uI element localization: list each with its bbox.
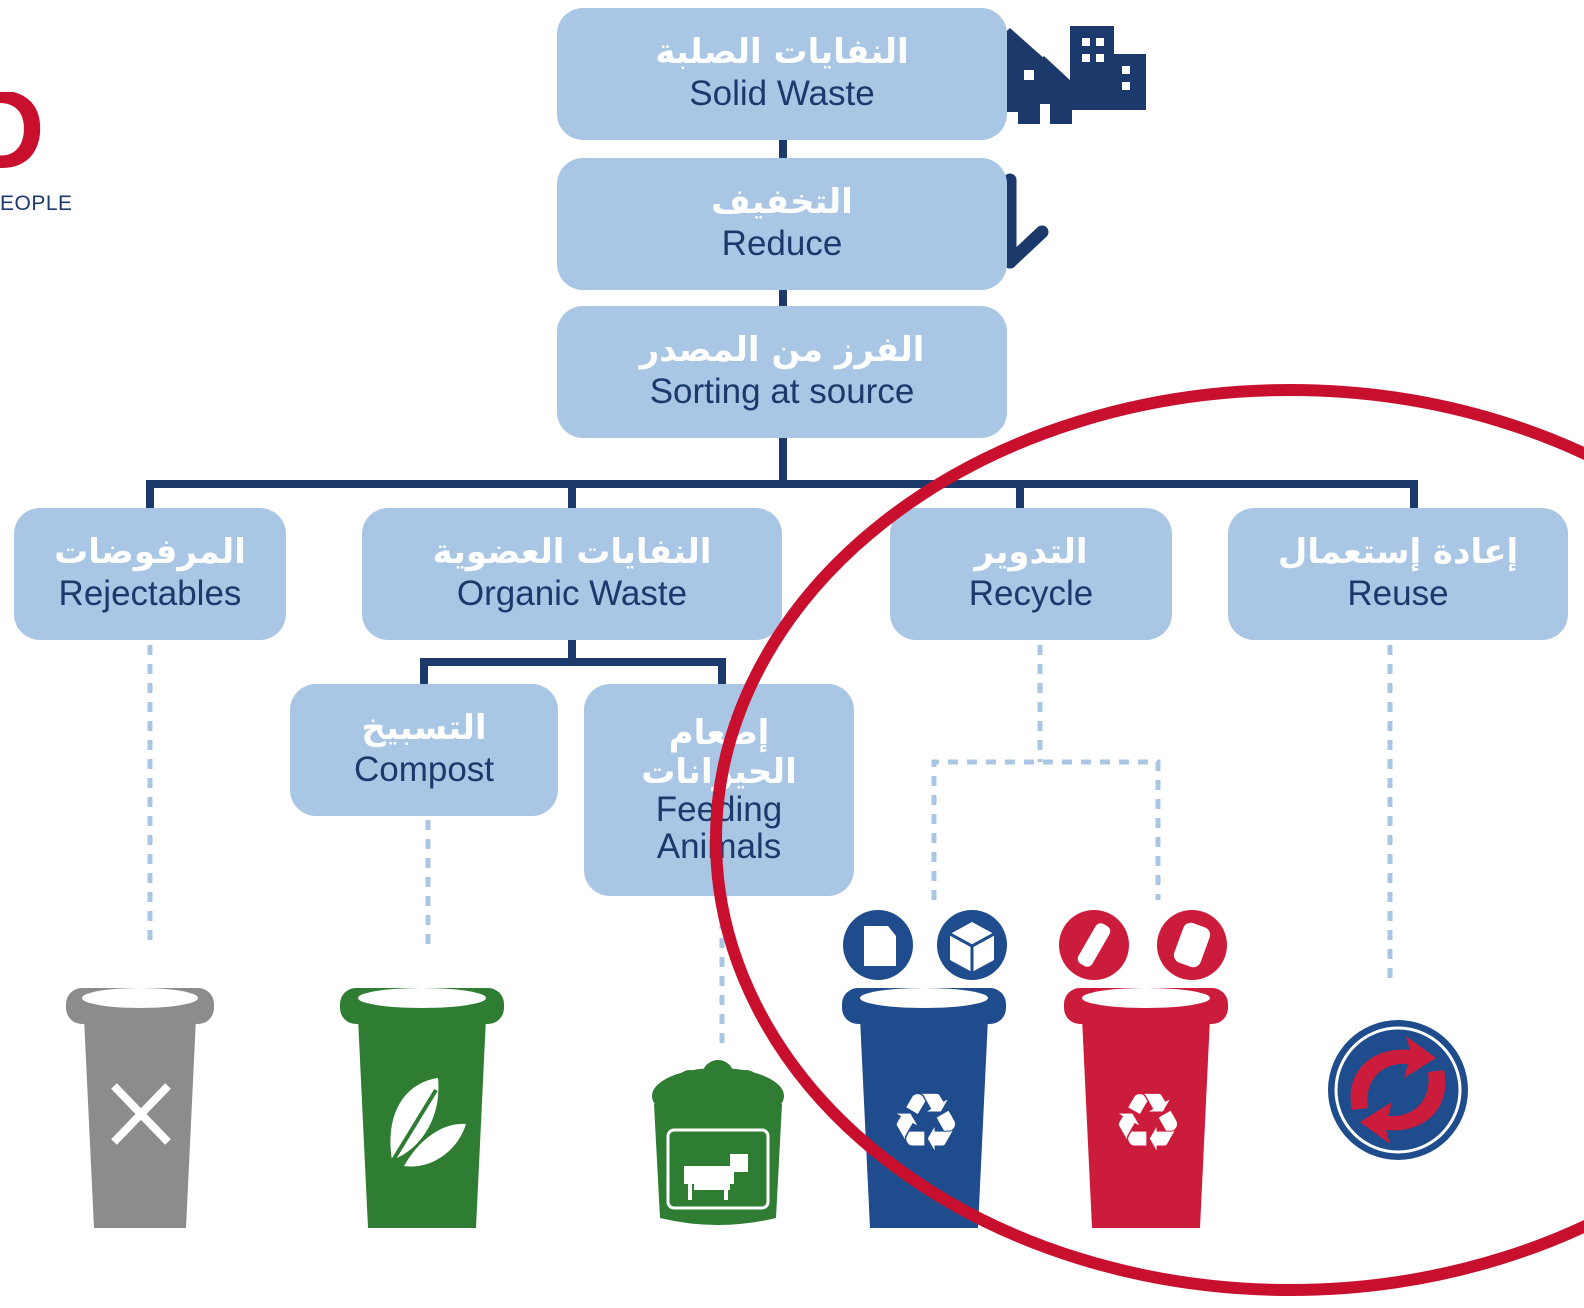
node-sorting-at-source: الفرز من المصدر Sorting at source [557, 306, 1007, 438]
node-label-english: Reduce [721, 223, 843, 263]
node-label-arabic: الفرز من المصدر [639, 329, 925, 370]
node-label-arabic: النفايات العضوية [432, 531, 712, 572]
bottle-icon [1059, 910, 1129, 980]
logo-letter: D [0, 92, 45, 172]
node-label-english: Reuse [1347, 573, 1449, 613]
svg-text:♻: ♻ [890, 1076, 962, 1169]
node-label-english: Organic Waste [456, 573, 688, 613]
node-label-english: Solid Waste [689, 73, 875, 113]
node-label-english: Compost [353, 749, 495, 789]
node-label-english: Feeding Animals [655, 790, 783, 867]
animal-feed-bucket-icon [652, 1060, 784, 1225]
node-label-arabic: المرفوضات [54, 531, 246, 572]
node-label-arabic: النفايات الصلبة [655, 31, 909, 72]
reuse-arrows-icon [1328, 1020, 1468, 1160]
node-reuse: إعادة إستعمال Reuse [1228, 508, 1568, 640]
paper-icon [843, 910, 913, 980]
node-label-arabic: إعادة إستعمال [1277, 531, 1519, 572]
can-icon [1157, 910, 1227, 980]
green-bin-leaf-icon [340, 988, 504, 1228]
node-label-english: Sorting at source [649, 371, 915, 411]
node-label-arabic: التسبيخ [361, 707, 487, 748]
node-reduce: التخفيف Reduce [557, 158, 1007, 290]
node-compost: التسبيخ Compost [290, 684, 558, 816]
node-label-arabic: التخفيف [711, 181, 853, 222]
gray-bin-x-icon [66, 988, 214, 1228]
node-rejectables: المرفوضات Rejectables [14, 508, 286, 640]
node-label-english: Rejectables [58, 573, 242, 613]
box-icon [937, 910, 1007, 980]
node-label-english: Recycle [968, 573, 1094, 613]
node-label-arabic: إطعام الحيوانات [641, 713, 797, 793]
node-solid-waste: النفايات الصلبة Solid Waste [557, 8, 1007, 140]
node-organic-waste: النفايات العضوية Organic Waste [362, 508, 782, 640]
node-feeding-animals: إطعام الحيوانات Feeding Animals [584, 684, 854, 896]
node-recycle: التدوير Recycle [890, 508, 1172, 640]
logo-text: EOPLE [0, 192, 73, 215]
red-bin-recycle-icon: ♻ [1064, 988, 1228, 1228]
node-label-arabic: التدوير [974, 531, 1088, 572]
blue-bin-recycle-icon: ♻ [842, 988, 1006, 1228]
svg-text:♻: ♻ [1112, 1076, 1184, 1169]
